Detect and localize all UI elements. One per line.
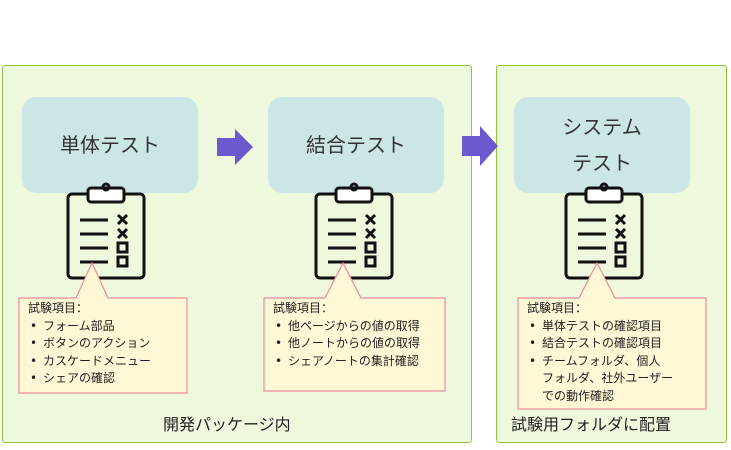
stage-system-test: システム テスト: [514, 97, 690, 193]
test-item: シェアの確認: [28, 370, 151, 388]
test-item: 他ページからの値の取得: [273, 318, 420, 336]
right-arrow-icon: [217, 129, 253, 165]
test-item-continuation: での動作確認: [542, 388, 615, 403]
test-items-list: 試験項目： フォーム部品 ボタンのアクション カスケードメニュー シェアの確認: [28, 300, 151, 388]
right-arrow-icon: [462, 126, 498, 166]
test-item: カスケードメニュー: [28, 353, 151, 371]
clipboard-checklist-icon: [314, 182, 394, 280]
test-items-callout-system: 試験項目： 単体テストの確認項目 結合テストの確認項目 チームフォルダ、個人 フ…: [517, 262, 707, 410]
stage-system-test-title-line2: テスト: [572, 151, 632, 175]
group-label-dev-package: 開発パッケージ内: [163, 415, 291, 434]
stage-integration-test-title: 結合テスト: [306, 133, 406, 157]
stage-system-test-title-line1: システム: [562, 115, 642, 139]
test-item: ボタンのアクション: [28, 335, 151, 353]
test-item: フォーム部品: [28, 318, 151, 336]
stage-unit-test-title: 単体テスト: [60, 133, 160, 157]
test-items-heading: 試験項目：: [273, 301, 334, 315]
test-items-list: 試験項目： 単体テストの確認項目 結合テストの確認項目 チームフォルダ、個人 フ…: [527, 300, 673, 405]
test-items-callout-unit: 試験項目： フォーム部品 ボタンのアクション カスケードメニュー シェアの確認: [18, 262, 188, 394]
test-item: 他ノートからの値の取得: [273, 335, 420, 353]
test-items-callout-integration: 試験項目： 他ページからの値の取得 他ノートからの値の取得 シェアノートの集計確…: [263, 262, 446, 392]
test-items-heading: 試験項目：: [28, 301, 89, 315]
stage-integration-test: 結合テスト: [268, 97, 444, 193]
test-items-heading: 試験項目：: [527, 301, 588, 315]
test-item: シェアノートの集計確認: [273, 353, 420, 371]
test-item: チームフォルダ、個人: [527, 353, 673, 371]
test-items-list: 試験項目： 他ページからの値の取得 他ノートからの値の取得 シェアノートの集計確…: [273, 300, 420, 370]
stage-unit-test: 単体テスト: [22, 97, 198, 193]
test-item: 単体テストの確認項目: [527, 318, 673, 336]
test-item-continuation: フォルダ、社外ユーザー: [542, 371, 674, 385]
group-label-test-folder: 試験用フォルダに配置: [511, 415, 672, 434]
clipboard-checklist-icon: [66, 182, 146, 280]
test-item: 結合テストの確認項目: [527, 335, 673, 353]
